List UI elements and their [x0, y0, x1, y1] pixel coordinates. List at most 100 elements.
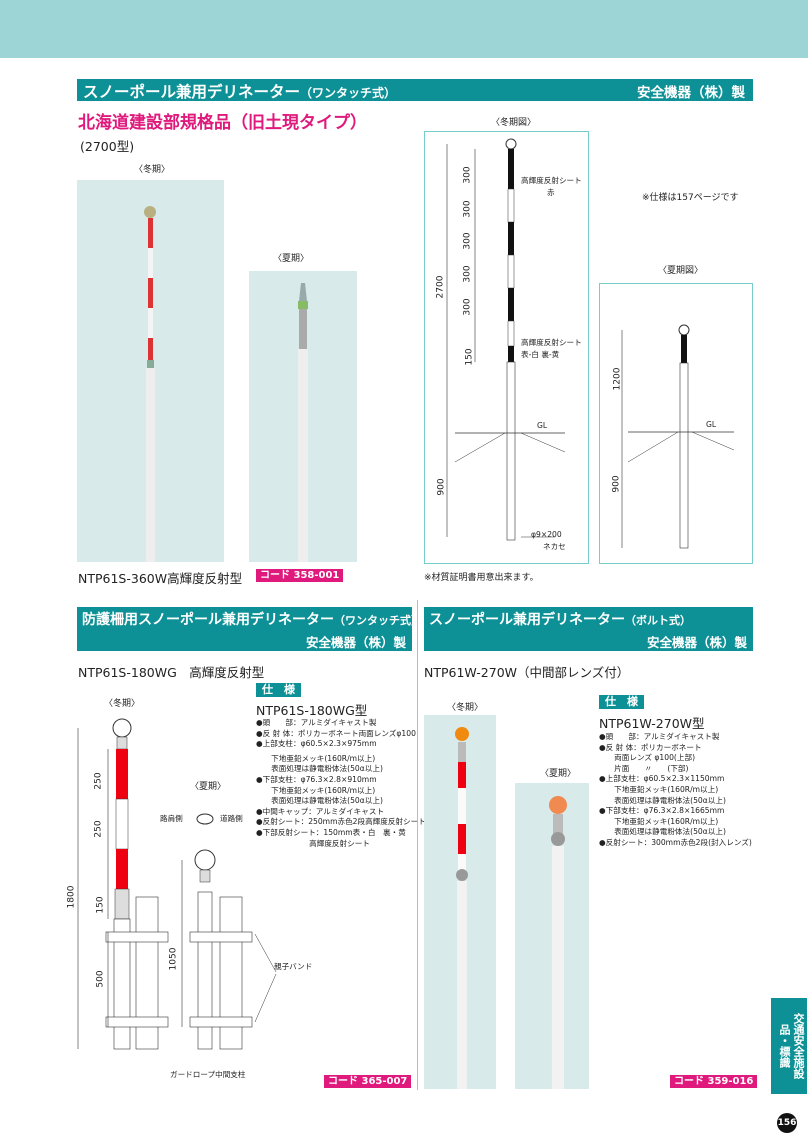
spec3-item: 下地亜鉛メッキ(160R/m以上): [599, 816, 719, 826]
dim-w-300b: 300: [462, 200, 473, 218]
dim-w-900: 900: [436, 478, 447, 496]
summer-label-1: 〈夏期〉: [273, 254, 310, 264]
type-label: (2700型): [80, 139, 135, 154]
page-number: 156: [777, 1113, 797, 1133]
dim2-1800: 1800: [66, 885, 77, 909]
winter-label-3: 〈冬期〉: [447, 703, 484, 713]
dim2-1050: 1050: [168, 947, 179, 971]
dim2-250b: 250: [93, 820, 104, 838]
side-tab: 交通安全施設品・標識: [771, 998, 807, 1094]
section1-title: スノーポール兼用デリネーター: [83, 83, 301, 101]
spec-badge-2: 仕 様: [256, 683, 301, 697]
spec2-item: ●反 射 体：ポリカーボネート両面レンズφ100: [256, 728, 416, 738]
code-1: コード 358-001: [256, 569, 344, 582]
road-label: 道路側: [220, 814, 243, 823]
section2-subtitle: （ワンタッチ式）: [334, 614, 422, 627]
section2-title: 防護柵用スノーポール兼用デリネーター: [82, 612, 334, 628]
spec2-item: 下地亜鉛メッキ(160R/m以上): [256, 753, 376, 763]
winter-diagram: 300 300 300 300 300 150 2700 900 高輝度反射シー…: [424, 131, 589, 564]
spec3-item: ●反 射 体：ポリカーボネート: [599, 742, 702, 752]
summer-label-2: 〈夏期〉: [190, 782, 227, 792]
model-3: NTP61W-270W（中間部レンズ付）: [424, 665, 630, 680]
dim2-250a: 250: [93, 772, 104, 790]
summer-diagram-title: 〈夏期図〉: [658, 266, 704, 276]
spec2-item: ●反射シート：250mm赤色2段高輝度反射シート: [256, 817, 426, 827]
spec3-item: 表面処理は静電粉体法(50α以上): [599, 795, 726, 805]
diagram-2-svg: [77, 718, 277, 1050]
anchor-dim: φ9×200: [531, 530, 562, 539]
dim-w-2700: 2700: [435, 275, 446, 299]
column-divider: [417, 600, 418, 1090]
road-side-label: 路肩側: [160, 814, 183, 823]
photo-winter-1: [77, 180, 224, 562]
spec-note: ※仕様は157ページです: [642, 193, 739, 203]
spec3-item: ●頭 部：アルミダイキャスト製: [599, 732, 720, 741]
section3-subtitle: （ボルト式）: [625, 614, 691, 627]
code-3: コード 359-016: [670, 1075, 758, 1088]
photo-summer-1: [249, 271, 357, 562]
spec3-item: 表面処理は静電粉体法(50α以上): [599, 827, 726, 837]
summer-label-3: 〈夏期〉: [540, 769, 577, 779]
pole-summer-3: [549, 796, 567, 1089]
spec-model-3: NTP61W-270W型: [599, 716, 705, 731]
sheet-label-2: 高輝度反射シート: [521, 338, 582, 347]
spec3-item: 下地亜鉛メッキ(160R/m以上): [599, 784, 719, 794]
code-2: コード 365-007: [324, 1075, 412, 1088]
winter-diagram-svg: [446, 138, 566, 541]
spec3-item: ●反射シート：300mm赤色2段(封入レンズ): [599, 837, 752, 847]
section1-header: スノーポール兼用デリネーター（ワンタッチ式） 安全機器（株）製: [77, 79, 753, 101]
dim-s-900: 900: [611, 475, 622, 493]
gl-label-s: GL: [706, 420, 717, 429]
dim-w-300a: 300: [462, 166, 473, 184]
winter-label-2: 〈冬期〉: [104, 699, 141, 709]
summer-diagram-svg: [621, 324, 735, 549]
spec2-item: 高輝度反射シート: [256, 838, 370, 848]
cert-note: ※材質証明書用意出来ます。: [424, 573, 539, 583]
dim-w-300e: 300: [462, 298, 473, 316]
section2-maker: 安全機器（株）製: [305, 635, 406, 650]
top-banner: [0, 0, 808, 58]
anchor-label: ネカセ: [543, 542, 566, 551]
dim-w-300d: 300: [462, 265, 473, 283]
spec3-item: 片面 〃 (下部): [599, 763, 689, 773]
section2-header: 防護柵用スノーポール兼用デリネーター（ワンタッチ式） 安全機器（株）製: [77, 607, 422, 651]
model-1: NTP61S-360W高輝度反射型: [78, 571, 243, 586]
section3-title: スノーポール兼用デリネーター: [429, 612, 625, 628]
pole-winter-1: [144, 206, 156, 562]
winter-label-1: 〈冬期〉: [134, 165, 171, 175]
diagram-2: 250 250 150 500 1800 1050 路肩側 道路側 親子バンド …: [66, 712, 320, 1079]
winter-diagram-title: 〈冬期図〉: [491, 118, 537, 128]
spec-list-2: ●頭 部：アルミダイキャスト製 ●反 射 体：ポリカーボネート両面レンズφ100…: [256, 718, 426, 849]
pole-summer-1: [298, 283, 308, 562]
section1-heading: 北海道建設部規格品（旧土現タイプ）: [78, 113, 367, 133]
guard-label: ガードロープ中間支柱: [170, 1070, 246, 1079]
dim-w-150: 150: [464, 348, 475, 366]
spec2-item: ●頭 部：アルミダイキャスト製: [256, 718, 377, 727]
summer-diagram: 1200 900 GL: [599, 283, 753, 564]
spec3-item: ●上部支柱：φ60.5×2.3×1150mm: [599, 774, 725, 784]
section1-subtitle: （ワンタッチ式）: [300, 86, 397, 100]
spec2-item: 表面処理は静電粉体法(50α以上): [256, 764, 383, 774]
sheet-color-2: 表-白 裏-黄: [521, 350, 560, 359]
section3-header: スノーポール兼用デリネーター（ボルト式） 安全機器（株）製: [424, 607, 753, 651]
section3-maker: 安全機器（株）製: [646, 635, 747, 650]
sheet-label-1: 高輝度反射シート: [521, 176, 582, 185]
dim-w-300c: 300: [462, 232, 473, 250]
photo-summer-3: [515, 783, 589, 1089]
spec-list-3: ●頭 部：アルミダイキャスト製 ●反 射 体：ポリカーボネート 両面レンズ φ1…: [599, 732, 752, 849]
spec2-item: ●下部支柱：φ76.3×2.8×910mm: [256, 774, 377, 784]
spec-badge-3: 仕 様: [599, 695, 644, 709]
model-2: NTP61S-180WG 高輝度反射型: [78, 665, 265, 680]
sheet-color-1: 赤: [547, 188, 555, 197]
gl-label-w: GL: [537, 421, 548, 430]
band-label: 親子バンド: [274, 962, 313, 971]
spec3-item: 両面レンズ φ100(上部): [599, 753, 696, 763]
dim2-500: 500: [95, 970, 106, 988]
spec-model-2: NTP61S-180WG型: [256, 703, 368, 718]
dim-s-1200: 1200: [612, 367, 623, 391]
spec2-item: ●中間キャップ：アルミダイキャスト: [256, 806, 385, 816]
spec2-item: 表面処理は静電粉体法(50α以上): [256, 796, 383, 806]
spec3-item: ●下部支柱：φ76.3×2.8×1665mm: [599, 806, 725, 816]
spec2-item: 下地亜鉛メッキ(160R/m以上): [256, 785, 376, 795]
spec2-item: ●上部支柱：φ60.5×2.3×975mm: [256, 739, 377, 749]
